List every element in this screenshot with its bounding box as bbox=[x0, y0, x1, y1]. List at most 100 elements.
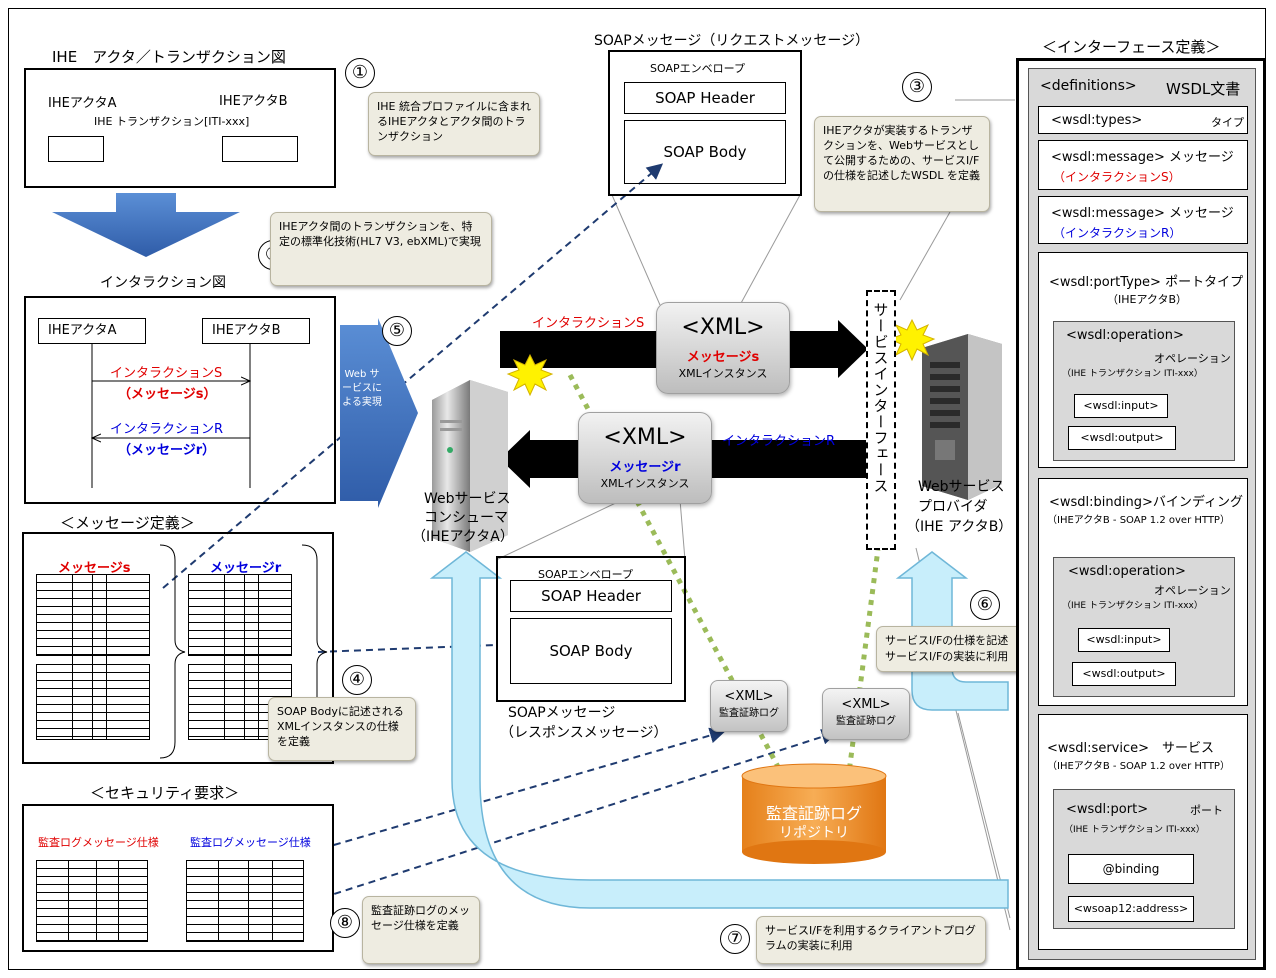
soap-request-header: SOAP Header bbox=[624, 82, 786, 114]
soap-response-title-2: （レスポンスメッセージ） bbox=[500, 725, 668, 741]
security-table-left bbox=[36, 860, 148, 942]
wsdl-message-1-sub: （インタラクションS） bbox=[1053, 170, 1181, 184]
actor-diagram-box bbox=[24, 68, 336, 188]
xml-s-tag: <XML> bbox=[681, 315, 765, 340]
interaction-actor-b: IHEアクタB bbox=[202, 318, 310, 344]
wsdl-operation-2-sub: （IHE トランザクション ITI-xxx） bbox=[1062, 601, 1203, 611]
wsdl-port-label: ポート bbox=[1190, 804, 1223, 817]
repository-label-1: 監査証跡ログ bbox=[765, 804, 862, 823]
xml-s-instance: XMLインスタンス bbox=[678, 367, 768, 380]
wsdl-port-binding: @binding bbox=[1068, 854, 1194, 884]
message-def-s: メッセージs bbox=[58, 561, 131, 576]
message-s-table-lower bbox=[36, 664, 150, 740]
xml-r-message: メッセージr bbox=[609, 460, 681, 475]
service-interface-label: サービスインターフェース bbox=[871, 302, 890, 494]
wsdl-section-title: ＜インターフェース定義＞ bbox=[1042, 38, 1221, 56]
security-spec-right: 監査ログメッセージ仕様 bbox=[190, 836, 311, 849]
soap-request-box bbox=[608, 50, 802, 196]
wsdl-operation-1-output: <wsdl:output> bbox=[1068, 426, 1176, 450]
audit-xml-1-label: 監査証跡ログ bbox=[719, 708, 779, 719]
step-number-4: ④ bbox=[342, 665, 372, 695]
service-interface-box: サービスインターフェース bbox=[866, 290, 896, 550]
provider-label-3: （IHE アクタB） bbox=[906, 519, 1013, 535]
wsdl-operation-1-sub: （IHE トランザクション ITI-xxx） bbox=[1062, 369, 1203, 379]
note-6-line-1: サービスI/Fの仕様を記述 bbox=[885, 634, 1009, 647]
note-2: IHEアクタ間のトランザクションを、特定の標準化技術(HL7 V3, ebXML… bbox=[270, 212, 492, 286]
soap-request-envelope: SOAPエンベロープ bbox=[650, 62, 745, 75]
wsdl-types-label: タイプ bbox=[1211, 116, 1244, 129]
wsdl-binding-sub: （IHEアクタB - SOAP 1.2 over HTTP） bbox=[1047, 515, 1230, 526]
consumer-label-2: コンシューマ bbox=[424, 510, 508, 526]
note-6-line-2: サービスI/Fの実装に利用 bbox=[885, 650, 1009, 663]
message-s-label: （メッセージs） bbox=[118, 387, 217, 402]
security-spec-left: 監査ログメッセージ仕様 bbox=[38, 836, 159, 849]
wsdl-operation-1-input: <wsdl:input> bbox=[1074, 394, 1168, 418]
wsdl-operation-2: <wsdl:operation> bbox=[1068, 564, 1186, 579]
consumer-label-3: （IHEアクタA） bbox=[412, 529, 514, 545]
wsdl-port: <wsdl:port> bbox=[1066, 802, 1149, 817]
consumer-label-1: Webサービス bbox=[424, 491, 511, 507]
soap-response-box bbox=[496, 556, 686, 702]
audit-xml-2-tag: <XML> bbox=[841, 697, 891, 712]
flow-interaction-s: インタラクションS bbox=[532, 316, 645, 331]
message-def-r: メッセージr bbox=[210, 561, 282, 576]
wsdl-binding: <wsdl:binding>バインディング bbox=[1049, 495, 1243, 510]
wsdl-porttype-sub: （IHEアクタB） bbox=[1107, 293, 1188, 306]
wsdl-definitions: <definitions> bbox=[1040, 78, 1137, 94]
wsdl-porttype-box: <wsdl:portType> ポートタイプ （IHEアクタB） <wsdl:o… bbox=[1038, 252, 1248, 468]
note-3: IHEアクタが実装するトランザクションを、Webサービスとして公開するための、サ… bbox=[814, 116, 990, 212]
interaction-diagram-title: インタラクション図 bbox=[100, 275, 226, 291]
xml-message-s-box: <XML> メッセージs XMLインスタンス bbox=[656, 302, 790, 394]
step-number-5: ⑤ bbox=[382, 316, 412, 346]
wsdl-operation-1-label: オペレーション bbox=[1154, 352, 1231, 365]
step-number-8: ⑧ bbox=[330, 908, 360, 938]
audit-xml-1: <XML> 監査証跡ログ bbox=[710, 680, 788, 732]
audit-xml-1-tag: <XML> bbox=[724, 689, 774, 704]
step-number-7: ⑦ bbox=[720, 924, 750, 954]
web-service-arrow-label: Web サービスによる実現 bbox=[342, 369, 382, 408]
wsdl-types: <wsdl:types> bbox=[1051, 113, 1143, 128]
provider-label-1: Webサービス bbox=[918, 479, 1005, 495]
provider-server-icon bbox=[922, 334, 1002, 500]
burst-icon-left bbox=[506, 353, 554, 397]
wsdl-message-2-sub: （インタラクションR） bbox=[1053, 226, 1182, 240]
actor-diagram-title: IHE アクタ／トランザクション図 bbox=[52, 48, 286, 66]
security-title: ＜セキュリティ要求＞ bbox=[90, 784, 240, 802]
transaction-label: IHE トランザクション[ITI-xxx] bbox=[94, 115, 250, 128]
consumer-server-icon bbox=[432, 380, 508, 552]
message-s-table-upper bbox=[36, 574, 150, 656]
xml-s-message: メッセージs bbox=[686, 350, 760, 365]
note-8: 監査証跡ログのメッセージ仕様を定義 bbox=[362, 896, 480, 964]
note-1: IHE 統合プロファイルに含まれるIHEアクタとアクタ間のトランザクション bbox=[368, 92, 540, 156]
down-arrow bbox=[52, 193, 240, 257]
soap-request-body: SOAP Body bbox=[624, 120, 786, 184]
wsdl-to-consumer-arrow bbox=[429, 551, 1009, 909]
wsdl-port-box: <wsdl:port> ポート （IHE トランザクション ITI-xxx） @… bbox=[1053, 789, 1235, 929]
message-r-table-upper bbox=[188, 574, 292, 656]
xml-r-instance: XMLインスタンス bbox=[600, 477, 690, 490]
wsdl-operation-1-box: <wsdl:operation> オペレーション （IHE トランザクション I… bbox=[1053, 321, 1235, 461]
wsdl-operation-1: <wsdl:operation> bbox=[1066, 328, 1184, 343]
interaction-s-label: インタラクションS bbox=[110, 366, 223, 381]
wsdl-service: <wsdl:service> サービス bbox=[1047, 741, 1215, 756]
actor-b-label: IHEアクタB bbox=[219, 94, 288, 109]
wsdl-message-2: <wsdl:message> メッセージ bbox=[1051, 206, 1234, 221]
message-def-box bbox=[22, 532, 334, 764]
audit-repository-icon bbox=[741, 763, 887, 864]
note-4: SOAP Bodyに記述されるXMLインスタンスの仕様を定義 bbox=[268, 697, 416, 761]
wsdl-operation-2-output: <wsdl:output> bbox=[1072, 662, 1176, 686]
interaction-diagram-box bbox=[24, 296, 336, 504]
wsdl-binding-box: <wsdl:binding>バインディング （IHEアクタB - SOAP 1.… bbox=[1038, 478, 1248, 706]
step-number-3: ③ bbox=[902, 72, 932, 102]
wsdl-operation-2-label: オペレーション bbox=[1154, 584, 1231, 597]
wsdl-operation-2-box: <wsdl:operation> オペレーション （IHE トランザクション I… bbox=[1053, 557, 1235, 697]
actor-b-box bbox=[222, 136, 298, 162]
wsdl-types-box: <wsdl:types> タイプ bbox=[1038, 106, 1248, 134]
wsdl-porttype: <wsdl:portType> ポートタイプ bbox=[1049, 275, 1244, 290]
wsdl-message-1: <wsdl:message> メッセージ bbox=[1051, 150, 1234, 165]
wsdl-service-box: <wsdl:service> サービス （IHEアクタB - SOAP 1.2 … bbox=[1038, 714, 1248, 950]
step-number-6: ⑥ bbox=[970, 590, 1000, 620]
wsdl-port-address: <wsoap12:address> bbox=[1068, 896, 1194, 922]
interaction-actor-a: IHEアクタA bbox=[38, 318, 146, 344]
